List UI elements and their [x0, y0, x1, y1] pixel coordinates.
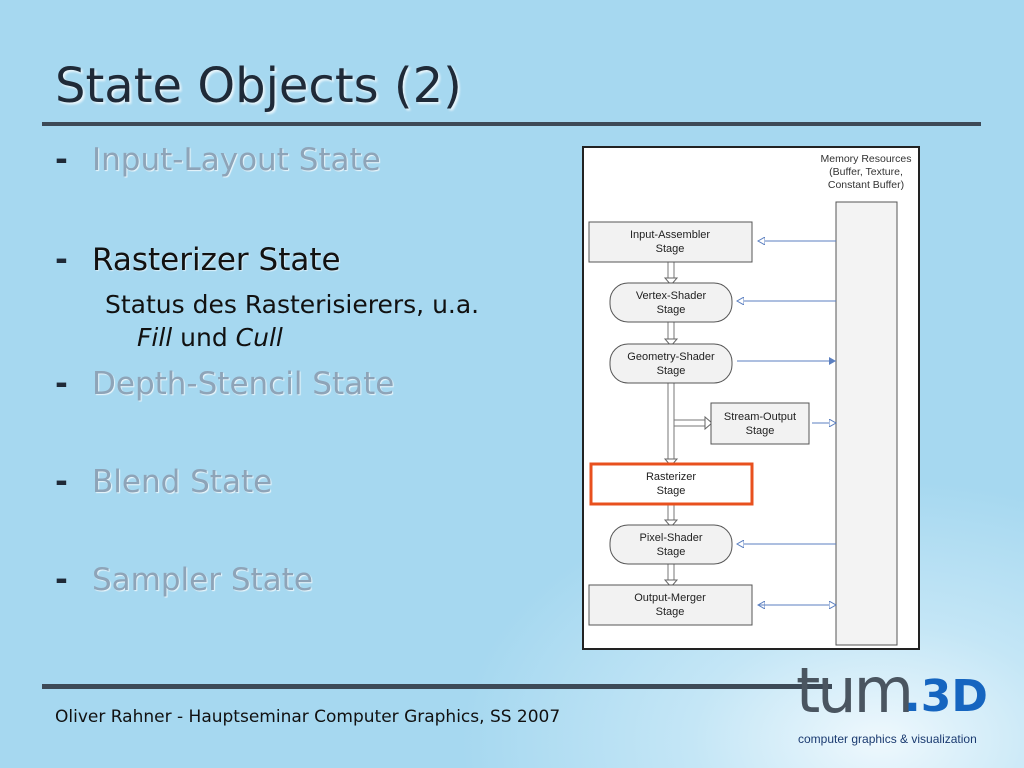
bullet-dash: -	[55, 562, 68, 598]
bullet-text: Blend State	[92, 464, 273, 500]
logo-tum-text: tum	[796, 654, 914, 727]
pipeline-svg: Memory Resources (Buffer, Texture, Const…	[588, 153, 912, 646]
logo-subtitle: computer graphics & visualization	[798, 732, 977, 746]
memory-label-line-2: (Buffer, Texture,	[829, 166, 903, 178]
memory-label-line-1: Memory Resources	[820, 153, 911, 165]
rasterizer-state-detail: Status des Rasterisierers, u.a. Fill und…	[105, 288, 479, 354]
logo-3d-text: .3D	[904, 671, 988, 722]
slide-title: State Objects (2)	[55, 58, 462, 114]
bullet-dash: -	[55, 366, 68, 402]
und-text: und	[172, 323, 236, 352]
bullet-text: Sampler State	[92, 562, 313, 598]
detail-line-1: Status des Rasterisierers, u.a.	[105, 290, 480, 319]
footer-text: Oliver Rahner - Hauptseminar Computer Gr…	[55, 707, 561, 727]
bullet-input-layout-state: -Input-Layout State	[55, 142, 381, 178]
bullet-text: Input-Layout State	[92, 142, 381, 178]
flow-arrowheads	[663, 277, 713, 588]
pipeline-flow-arrows	[667, 262, 708, 583]
bullet-blend-state: -Blend State	[55, 464, 272, 500]
memory-connections	[737, 241, 836, 605]
bullet-text: Depth-Stencil State	[92, 366, 395, 402]
memory-label-line-3: Constant Buffer)	[828, 179, 904, 191]
footer-divider	[42, 684, 832, 689]
bullet-depth-stencil-state: -Depth-Stencil State	[55, 366, 394, 402]
title-divider	[42, 122, 981, 126]
bullet-dash: -	[55, 242, 68, 278]
detail-line-2: Fill und Cull	[105, 321, 479, 354]
bullet-sampler-state: -Sampler State	[55, 562, 313, 598]
bullet-text: Rasterizer State	[92, 242, 341, 278]
memory-resources-column	[835, 201, 898, 646]
pipeline-diagram: Memory Resources (Buffer, Texture, Const…	[582, 146, 920, 650]
cull-term: Cull	[235, 323, 283, 352]
tum3d-logo: tum .3D computer graphics & visualizatio…	[796, 660, 996, 750]
fill-term: Fill	[137, 323, 173, 352]
bullet-dash: -	[55, 142, 68, 178]
bullet-dash: -	[55, 464, 68, 500]
bullet-rasterizer-state: -Rasterizer State	[55, 242, 341, 278]
